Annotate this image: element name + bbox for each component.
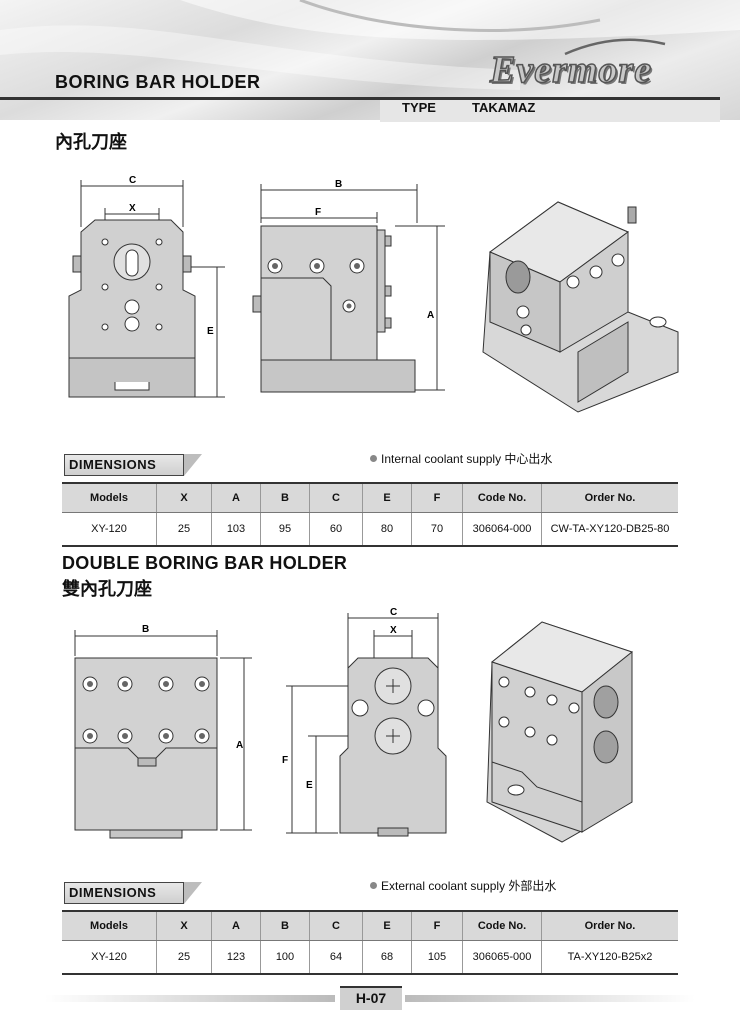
table-header-cell: E [362, 482, 412, 513]
dim-label-b: B [335, 179, 342, 190]
table-header-row: Models X A B C E F Code No. Order No. [62, 910, 678, 941]
table-header-cell: A [211, 910, 261, 941]
table-header-cell: B [260, 910, 310, 941]
dim-label-f: F [282, 755, 288, 766]
table-header-cell: E [362, 910, 412, 941]
table-header-cell: F [411, 910, 463, 941]
double-holder-front-view-drawing: B A [74, 624, 252, 839]
type-bar [380, 97, 720, 122]
section1-title-cn: 內孔刀座 [55, 132, 127, 153]
header-rule [0, 97, 380, 100]
table-cell: 306065-000 [462, 940, 542, 975]
section2-dimensions-tag: DIMENSIONS [64, 882, 202, 904]
logo-arc-decoration [564, 38, 666, 56]
page-number: H-07 [340, 986, 402, 1010]
table-header-cell: Code No. [462, 910, 542, 941]
table-header-cell: Code No. [462, 482, 542, 513]
table-cell: 100 [260, 940, 310, 975]
footer-bar-right [405, 995, 695, 1002]
bullet-dot-icon [370, 882, 377, 889]
section1-dimensions-tag: DIMENSIONS [64, 454, 202, 476]
table-header-cell: X [156, 910, 212, 941]
double-holder-isometric-drawing [486, 621, 634, 843]
dim-label-c: C [129, 175, 136, 186]
table-cell: 123 [211, 940, 261, 975]
dim-label-x: X [129, 203, 136, 214]
table-cell: 105 [411, 940, 463, 975]
dim-label-c: C [390, 608, 397, 618]
dim-label-x: X [390, 625, 397, 636]
table-cell: 306064-000 [462, 512, 542, 547]
bullet-dot-icon [370, 455, 377, 462]
footer-bar-left [45, 995, 335, 1002]
double-holder-side-view-drawing: C X F E [282, 608, 447, 837]
table-header-cell: Models [62, 482, 157, 513]
single-holder-front-view-drawing: C X E [68, 175, 225, 398]
single-holder-side-view-drawing: B F A [252, 179, 445, 393]
type-label: TYPE [402, 100, 436, 115]
table-cell: TA-XY120-B25x2 [541, 940, 678, 975]
table-header-cell: A [211, 482, 261, 513]
coolant-note-text: Internal coolant supply 中心出水 [381, 452, 553, 466]
dim-label-f: F [315, 207, 321, 218]
table-cell: XY-120 [62, 940, 157, 975]
table-header-cell: Order No. [541, 482, 678, 513]
table-cell: 25 [156, 940, 212, 975]
section2-coolant-note: External coolant supply 外部出水 [370, 877, 556, 894]
header-swoosh-decoration [0, 0, 740, 91]
table-cell: 64 [309, 940, 363, 975]
table-cell: XY-120 [62, 512, 157, 547]
single-holder-isometric-drawing [482, 201, 679, 413]
table-header-cell: Models [62, 910, 157, 941]
type-value: TAKAMAZ [472, 100, 536, 115]
table-cell: 60 [309, 512, 363, 547]
table-row: XY-120 25 123 100 64 68 105 306065-000 T… [62, 940, 678, 975]
page-title: BORING BAR HOLDER [55, 72, 261, 92]
dim-label-a: A [236, 740, 243, 751]
dim-label-e: E [207, 326, 214, 337]
coolant-note-text: External coolant supply 外部出水 [381, 879, 557, 893]
table-cell: 103 [211, 512, 261, 547]
section2-title-cn: 雙內孔刀座 [62, 579, 152, 600]
table-header-cell: Order No. [541, 910, 678, 941]
dim-label-b: B [142, 624, 149, 635]
table-cell: 25 [156, 512, 212, 547]
section2-dimensions-table: Models X A B C E F Code No. Order No. XY… [62, 910, 678, 975]
table-header-cell: C [309, 910, 363, 941]
dim-label-a: A [427, 310, 434, 321]
table-cell: 68 [362, 940, 412, 975]
table-header-cell: C [309, 482, 363, 513]
table-cell: 70 [411, 512, 463, 547]
dim-label-e: E [306, 780, 313, 791]
table-cell: 80 [362, 512, 412, 547]
dimensions-label: DIMENSIONS [64, 454, 184, 476]
table-header-row: Models X A B C E F Code No. Order No. [62, 482, 678, 513]
dimensions-label: DIMENSIONS [64, 882, 184, 904]
section1-dimensions-table: Models X A B C E F Code No. Order No. XY… [62, 482, 678, 547]
table-header-cell: X [156, 482, 212, 513]
table-row: XY-120 25 103 95 60 80 70 306064-000 CW-… [62, 512, 678, 547]
table-cell: 95 [260, 512, 310, 547]
section1-coolant-note: Internal coolant supply 中心出水 [370, 450, 552, 467]
table-header-cell: B [260, 482, 310, 513]
section2-title: DOUBLE BORING BAR HOLDER [62, 553, 348, 573]
table-header-cell: F [411, 482, 463, 513]
evermore-logo: Evermore [489, 48, 653, 92]
table-cell: CW-TA-XY120-DB25-80 [541, 512, 678, 547]
